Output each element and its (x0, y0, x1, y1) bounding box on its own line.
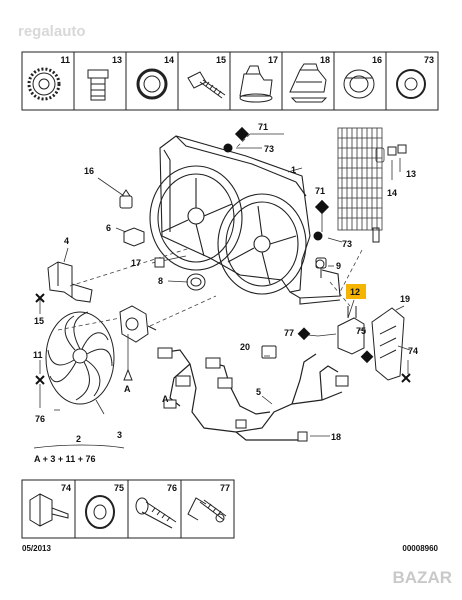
resistor-12 (337, 306, 365, 355)
top-parts-row: 11 13 14 15 17 18 16 73 (21, 51, 439, 111)
part-73-label: 73 (424, 55, 434, 65)
bracket-18-icon (289, 63, 328, 103)
fan-blade-3 (45, 311, 115, 405)
callout-2: 2 (76, 434, 81, 444)
wiring-harness-5 (165, 349, 343, 441)
callout-13: 13 (406, 169, 416, 179)
connectors (157, 347, 349, 429)
part-18-label: 18 (320, 55, 330, 65)
part-11-label: 11 (60, 55, 70, 65)
part-13-label: 13 (112, 55, 122, 65)
part-77-label: 77 (220, 483, 230, 493)
callout-14: 14 (387, 188, 397, 198)
dashed-guides (57, 133, 363, 331)
gear-washer-icon (27, 67, 61, 101)
callout-75: 75 (356, 326, 366, 336)
callout-16: 16 (84, 166, 94, 176)
callout-6: 6 (106, 223, 111, 233)
part-14-label: 14 (164, 55, 174, 65)
reference-number: 00008960 (402, 544, 438, 553)
watermark-text: regalauto (18, 23, 86, 40)
callout-1: 1 (291, 165, 296, 175)
part-16-label: 16 (372, 55, 382, 65)
assembly-formula: 2 A + 3 + 11 + 76 (33, 434, 125, 464)
part-75-label: 75 (114, 483, 124, 493)
formula-brace (33, 444, 125, 449)
fan-shroud-frame (149, 135, 341, 305)
radiator-core (337, 127, 385, 231)
fan-motor (119, 305, 157, 343)
bolt-76-icon (135, 497, 177, 529)
callout-17: 17 (131, 258, 141, 268)
callout-71-right: 71 (315, 186, 325, 196)
callout-A-harness: A (162, 394, 169, 404)
clip-6 (123, 227, 145, 247)
brand-logo: BAZAR (393, 568, 453, 587)
grommet-8 (186, 273, 206, 291)
clip-nut-74-icon (29, 493, 69, 527)
bottom-parts-row: 74 75 76 77 (21, 479, 235, 539)
callout-74: 74 (408, 346, 418, 356)
callout-3: 3 (117, 430, 122, 440)
washer-73-icon (396, 69, 426, 99)
callout-11: 11 (33, 350, 43, 360)
callout-73-right: 73 (342, 239, 352, 249)
part-17-label: 17 (268, 55, 278, 65)
callout-71-top: 71 (258, 122, 268, 132)
grommet-16-icon (343, 69, 375, 99)
callout-73-top: 73 (264, 144, 274, 154)
o-ring-icon (136, 68, 168, 100)
callout-4: 4 (64, 236, 69, 246)
rubber-mount-16 (119, 189, 133, 209)
callout-9: 9 (336, 261, 341, 271)
callout-A-motor: A (124, 384, 131, 394)
callout-8: 8 (158, 276, 163, 286)
callout-5: 5 (256, 387, 261, 397)
bracket-4 (47, 261, 93, 303)
callout-labels: 1 16 6 17 8 9 4 15 11 76 3 A 71 73 71 73… (33, 122, 418, 442)
part-15-label: 15 (216, 55, 226, 65)
callout-12: 12 (350, 287, 360, 297)
screw-77-icon (187, 497, 227, 523)
highlight-box-12 (346, 284, 366, 299)
plug-icon (87, 69, 109, 101)
callout-76: 76 (35, 414, 45, 424)
screw-icon (187, 71, 226, 99)
formula-text: A + 3 + 11 + 76 (34, 454, 95, 464)
callout-19: 19 (400, 294, 410, 304)
callout-20: 20 (240, 342, 250, 352)
relay-20 (261, 345, 277, 359)
part-76-label: 76 (167, 483, 177, 493)
callout-18: 18 (331, 432, 341, 442)
clip-17-icon (239, 65, 273, 103)
callout-15: 15 (34, 316, 44, 326)
callout-77: 77 (284, 328, 294, 338)
part-74-label: 74 (61, 483, 71, 493)
radiator-clips (372, 144, 407, 243)
marker-symbols (35, 126, 411, 442)
washer-75-icon (85, 495, 115, 529)
cover-19 (371, 307, 405, 381)
date-stamp: 05/2013 (22, 544, 51, 553)
